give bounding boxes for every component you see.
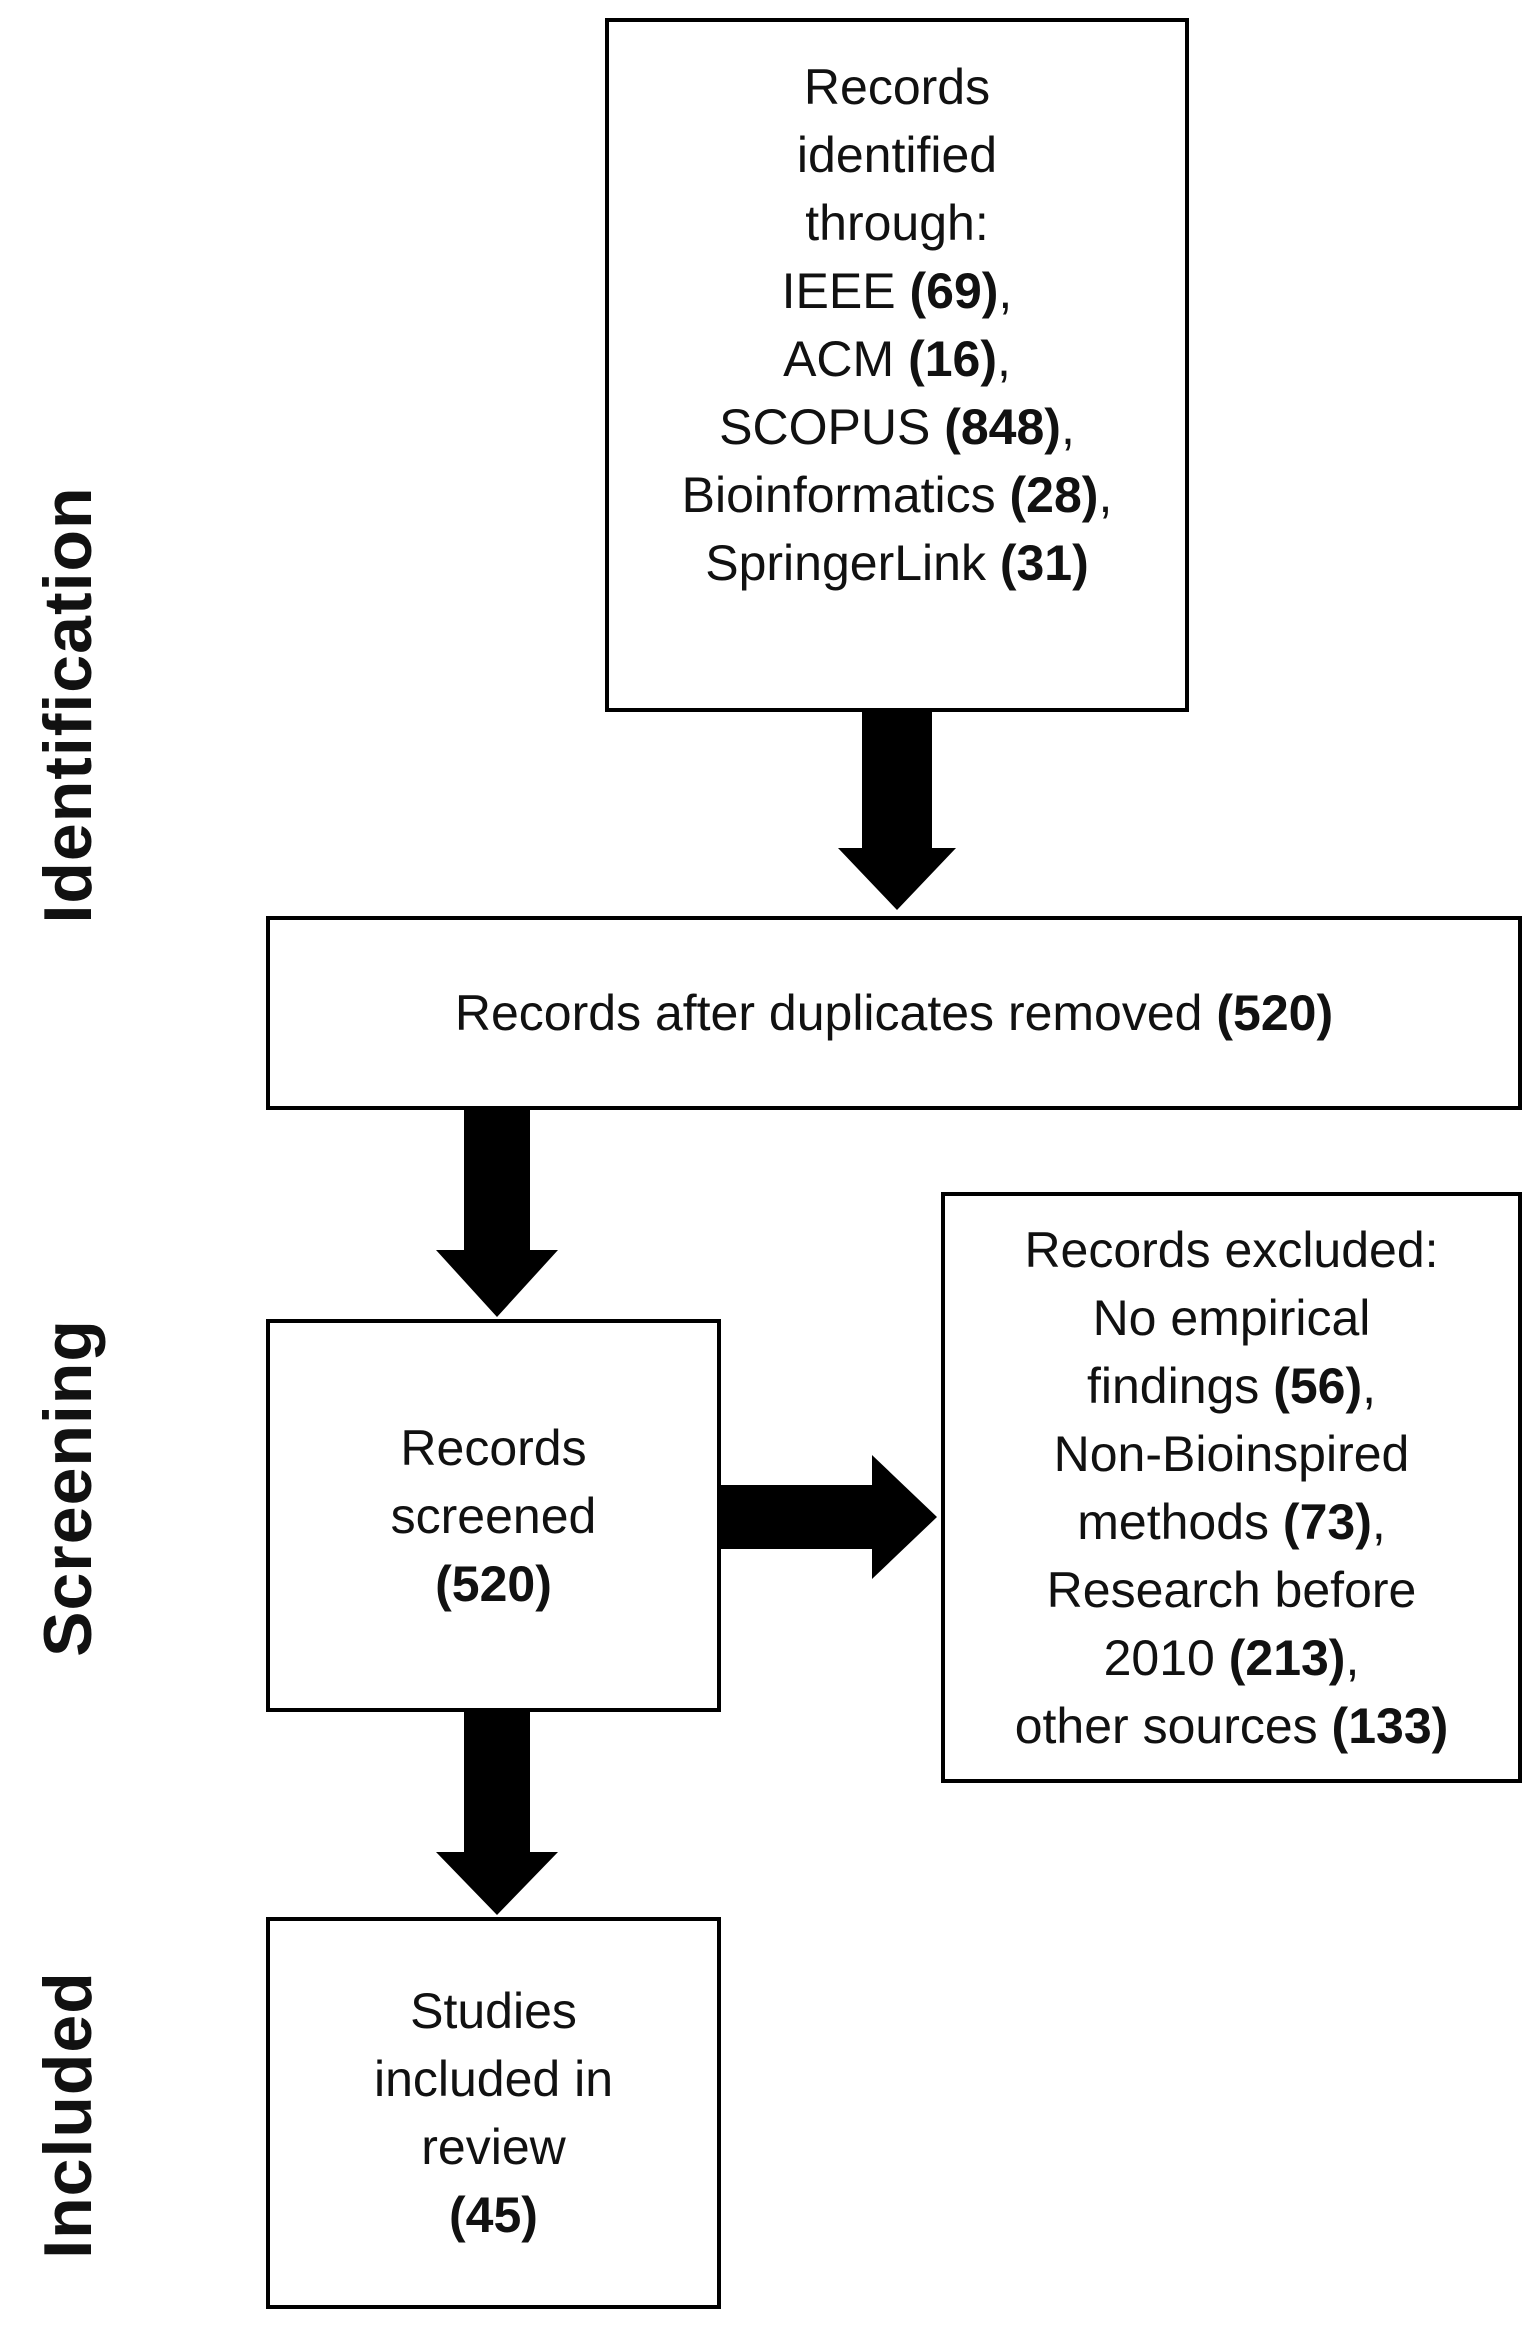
count-value: (213) xyxy=(1228,1629,1346,1686)
label-text: identified xyxy=(796,127,998,183)
box-studies-included: Studies included in review (45) xyxy=(266,1917,721,2309)
box-text-line: Records xyxy=(400,1414,586,1482)
label-text: Bioinformatics xyxy=(681,467,1010,523)
label-text: , xyxy=(1371,1493,1386,1550)
label-text: SCOPUS xyxy=(719,399,945,455)
box-text-line: SCOPUS (848), xyxy=(719,393,1075,461)
label-text: through: xyxy=(805,195,989,251)
box-text-line: findings (56), xyxy=(1087,1352,1376,1420)
label-text: methods xyxy=(1077,1493,1283,1550)
box-text-line: other sources (133) xyxy=(1015,1692,1449,1760)
label-text: , xyxy=(1362,1357,1377,1414)
box-text-line: Non-Bioinspired xyxy=(1054,1420,1410,1488)
label-text: , xyxy=(997,331,1011,387)
label-text: Records xyxy=(803,59,991,115)
label-text: SpringerLink xyxy=(705,535,1000,591)
count-value: (45) xyxy=(449,2187,538,2243)
count-value: (31) xyxy=(999,535,1089,591)
count-value: (520) xyxy=(435,1555,552,1612)
count-value: (848) xyxy=(944,399,1061,455)
box-text-line: Records after duplicates removed (520) xyxy=(455,979,1333,1047)
count-value: (56) xyxy=(1273,1357,1363,1414)
box-text-line: included in xyxy=(374,2045,613,2113)
label-text: , xyxy=(1345,1629,1360,1686)
box-text-line: Records xyxy=(804,53,990,121)
box-text-line: review xyxy=(421,2113,565,2181)
box-text-line: Records excluded: xyxy=(1024,1216,1438,1284)
label-text: ACM xyxy=(783,331,909,387)
box-text-line: ACM (16), xyxy=(783,325,1011,393)
box-text-line: through: xyxy=(805,189,988,257)
label-text: findings xyxy=(1086,1357,1274,1414)
label-text: No empirical xyxy=(1092,1289,1371,1346)
box-text-line: methods (73), xyxy=(1077,1488,1386,1556)
label-text: 2010 xyxy=(1103,1629,1229,1686)
count-value: (520) xyxy=(1216,985,1334,1041)
arrow-down-3 xyxy=(436,1711,558,1915)
label-text: Studies xyxy=(410,1983,577,2039)
box-text-line: IEEE (69), xyxy=(782,257,1013,325)
box-records-screened: Records screened (520) xyxy=(266,1319,721,1712)
label-text: other sources xyxy=(1014,1697,1332,1754)
box-text-line: 2010 (213), xyxy=(1104,1624,1360,1692)
box-records-excluded: Records excluded: No empirical findings (5… xyxy=(941,1192,1522,1783)
label-text: Research before xyxy=(1046,1561,1417,1618)
box-text-line: Research before xyxy=(1047,1556,1417,1624)
box-text-line: No empirical xyxy=(1093,1284,1371,1352)
label-text: Records excluded: xyxy=(1024,1221,1439,1278)
count-value: (69) xyxy=(909,263,999,319)
label-text: included in xyxy=(373,2051,614,2107)
box-duplicates-removed: Records after duplicates removed (520) xyxy=(266,916,1522,1110)
label-text: , xyxy=(998,263,1013,319)
label-text: , xyxy=(1060,399,1075,455)
box-text-line: identified xyxy=(797,121,997,189)
arrow-right xyxy=(720,1455,937,1579)
label-text: screened xyxy=(390,1487,597,1544)
count-value: (28) xyxy=(1009,467,1099,523)
count-value: (16) xyxy=(908,331,997,387)
label-text: Records after duplicates removed xyxy=(454,985,1217,1041)
box-text-line: Bioinformatics (28), xyxy=(682,461,1113,529)
label-text: Non-Bioinspired xyxy=(1053,1425,1410,1482)
box-text-line: (520) xyxy=(435,1550,552,1618)
box-text-line: Studies xyxy=(410,1977,577,2045)
arrow-down-2 xyxy=(436,1109,558,1317)
label-text: review xyxy=(421,2119,566,2175)
count-value: (133) xyxy=(1331,1697,1449,1754)
arrow-down-1 xyxy=(838,710,956,910)
label-text: , xyxy=(1098,467,1113,523)
box-text-line: (45) xyxy=(449,2181,538,2249)
label-text: Records xyxy=(400,1419,587,1476)
label-text: IEEE xyxy=(781,263,910,319)
box-text-line: screened xyxy=(391,1482,597,1550)
box-text-line: SpringerLink (31) xyxy=(705,529,1089,597)
count-value: (73) xyxy=(1282,1493,1372,1550)
